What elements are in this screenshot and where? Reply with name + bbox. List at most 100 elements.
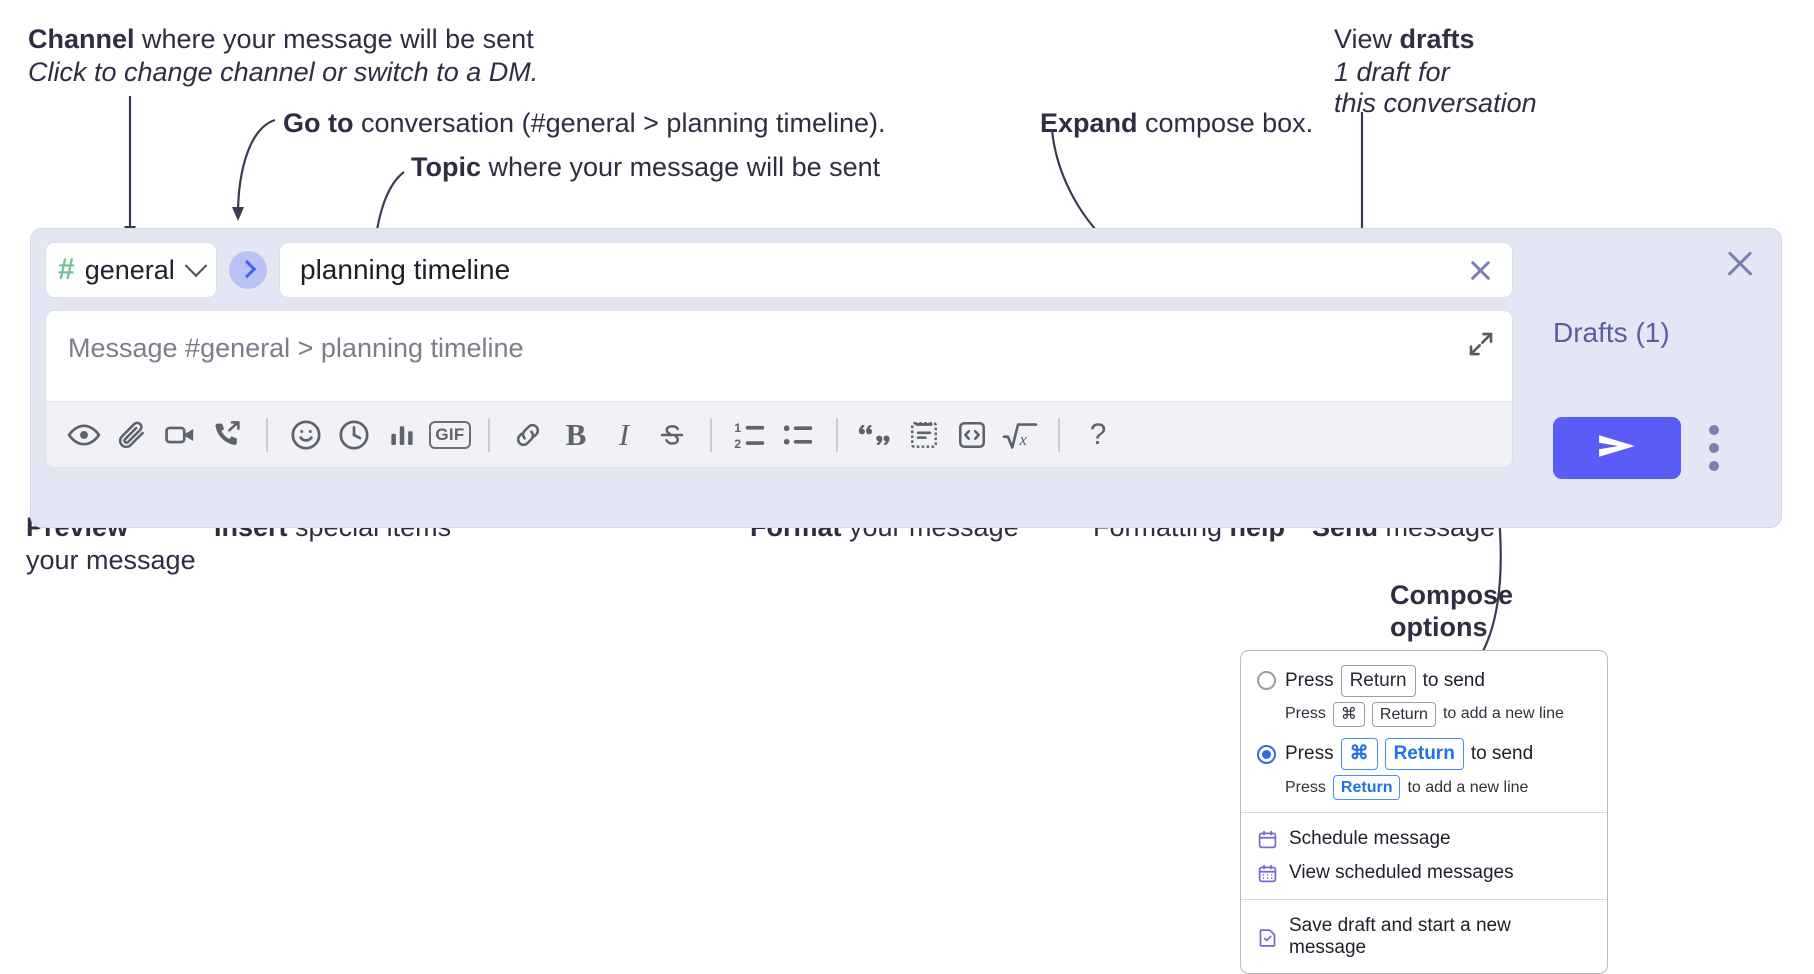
annotation-goto: Go to conversation (#general > planning … xyxy=(283,106,886,142)
topic-field[interactable]: planning timeline xyxy=(279,242,1513,298)
compose-header-row: # general planning timeline xyxy=(45,242,1513,298)
chevron-right-icon xyxy=(237,259,256,278)
menu-divider-2 xyxy=(1241,899,1607,901)
formatting-help-button[interactable]: ? xyxy=(1074,411,1122,459)
gif-icon: GIF xyxy=(429,420,471,449)
annotation-topic-rest: where your message will be sent xyxy=(481,152,881,182)
send-button[interactable] xyxy=(1553,417,1681,479)
svg-text:x: x xyxy=(1018,429,1027,448)
menu-option-return-to-send[interactable]: Press Return to send xyxy=(1241,663,1607,699)
compose-options-menu: Press Return to send Press ⌘ Return to a… xyxy=(1240,650,1608,974)
video-camera-icon xyxy=(163,418,197,452)
annotation-drafts-italic1: 1 draft for xyxy=(1334,57,1450,87)
annotation-goto-rest: conversation (#general > planning timeli… xyxy=(353,108,886,138)
menu-item-label: Save draft and start a new message xyxy=(1289,915,1511,959)
attach-file-button[interactable] xyxy=(108,411,156,459)
annotation-channel-rest: where your message will be sent xyxy=(134,24,534,54)
formatting-toolbar: GIF B xyxy=(46,401,1512,467)
bar-chart-icon xyxy=(387,420,417,450)
annotation-channel-line2: Click to change channel or switch to a D… xyxy=(28,55,538,91)
annotation-preview-line2: your message xyxy=(26,543,196,579)
annotation-compose-options-line1: Compose xyxy=(1390,578,1513,614)
gif-button[interactable]: GIF xyxy=(426,411,474,459)
bold-icon: B xyxy=(565,416,587,452)
paper-plane-icon xyxy=(1595,429,1639,468)
italic-button[interactable]: I xyxy=(600,411,648,459)
menu-option-cmd-return-to-send[interactable]: Press ⌘ Return to send xyxy=(1241,736,1607,772)
kebab-dot-3 xyxy=(1709,461,1719,471)
annotation-drafts-plain: View xyxy=(1334,24,1400,54)
compose-main-column: # general planning timeline Message #gen… xyxy=(45,242,1513,468)
sub-post: to add a new line xyxy=(1407,778,1529,796)
annotation-drafts-bold: drafts xyxy=(1399,24,1475,54)
poll-button[interactable] xyxy=(378,411,426,459)
radio-button-unselected[interactable] xyxy=(1257,671,1276,691)
clock-icon xyxy=(337,418,371,452)
code-block-icon xyxy=(908,419,940,451)
message-placeholder: Message #general > planning timeline xyxy=(68,333,524,363)
expand-icon[interactable] xyxy=(1466,329,1496,359)
message-input-box[interactable]: Message #general > planning timeline xyxy=(45,310,1513,468)
sub-post: to add a new line xyxy=(1442,705,1564,723)
annotation-drafts-line1: View drafts xyxy=(1334,22,1475,58)
blockquote-button[interactable] xyxy=(852,411,900,459)
paperclip-icon xyxy=(116,419,148,451)
menu-divider-1 xyxy=(1241,812,1607,814)
compose-options-button[interactable] xyxy=(1709,425,1719,479)
divider-4 xyxy=(836,417,838,452)
math-button[interactable]: x xyxy=(996,411,1044,459)
bullet-list-button[interactable] xyxy=(774,411,822,459)
ordered-list-button[interactable]: 1 2 xyxy=(726,411,774,459)
topic-value: planning timeline xyxy=(300,254,511,285)
channel-selector[interactable]: # general xyxy=(45,242,217,298)
menu-option-cmd-return-sub: Press Return to add a new line xyxy=(1241,772,1607,804)
option-label: Press Return to send xyxy=(1285,665,1485,697)
kbd-command: ⌘ xyxy=(1332,701,1365,728)
close-icon[interactable] xyxy=(1723,247,1757,281)
sub-pre: Press xyxy=(1285,705,1326,723)
drafts-link[interactable]: Drafts (1) xyxy=(1553,317,1670,348)
compose-panel: # general planning timeline Message #gen… xyxy=(30,228,1782,528)
annotation-compose-options-bold1: Compose xyxy=(1390,580,1514,610)
strikethrough-button[interactable] xyxy=(648,411,696,459)
code-inline-icon xyxy=(956,419,988,451)
close-icon[interactable] xyxy=(1466,256,1494,284)
video-clip-button[interactable] xyxy=(156,411,204,459)
kbd-return: Return xyxy=(1384,738,1464,770)
bold-button[interactable]: B xyxy=(552,411,600,459)
goto-conversation-button[interactable] xyxy=(229,251,267,289)
menu-item-save-draft[interactable]: Save draft and start a new message xyxy=(1241,909,1607,965)
compose-right-column: Drafts (1) xyxy=(1531,229,1781,527)
menu-item-schedule-message[interactable]: Schedule message xyxy=(1241,822,1607,856)
option-pre: Press xyxy=(1285,743,1334,765)
math-sqrt-icon: x xyxy=(1002,418,1038,452)
annotation-channel-line1: Channel where your message will be sent xyxy=(28,22,534,58)
kebab-dot-1 xyxy=(1709,425,1719,435)
preview-button[interactable] xyxy=(60,411,108,459)
sub-pre: Press xyxy=(1285,778,1326,796)
menu-item-label: View scheduled messages xyxy=(1289,862,1514,884)
divider-3 xyxy=(710,417,712,452)
menu-item-label: Schedule message xyxy=(1289,828,1451,850)
kebab-dot-2 xyxy=(1709,443,1719,453)
link-button[interactable] xyxy=(504,411,552,459)
screenshot-root: Channel where your message will be sent … xyxy=(0,0,1814,944)
option-pre: Press xyxy=(1285,669,1334,691)
annotation-compose-options-bold2: options xyxy=(1390,612,1488,642)
audio-clip-button[interactable] xyxy=(204,411,252,459)
annotation-expand-bold: Expand xyxy=(1040,108,1138,138)
calendar-grid-icon xyxy=(1257,863,1278,884)
radio-button-selected[interactable] xyxy=(1257,744,1276,764)
code-block-button[interactable] xyxy=(900,411,948,459)
code-button[interactable] xyxy=(948,411,996,459)
schedule-button[interactable] xyxy=(330,411,378,459)
emoji-button[interactable] xyxy=(282,411,330,459)
option-post: to send xyxy=(1422,669,1485,691)
hash-icon: # xyxy=(58,253,75,286)
menu-item-view-scheduled-messages[interactable]: View scheduled messages xyxy=(1241,856,1607,890)
smiley-icon xyxy=(289,418,323,452)
link-icon xyxy=(512,419,544,451)
kbd-command: ⌘ xyxy=(1340,738,1378,770)
italic-icon: I xyxy=(618,416,630,452)
eye-icon xyxy=(67,418,101,452)
